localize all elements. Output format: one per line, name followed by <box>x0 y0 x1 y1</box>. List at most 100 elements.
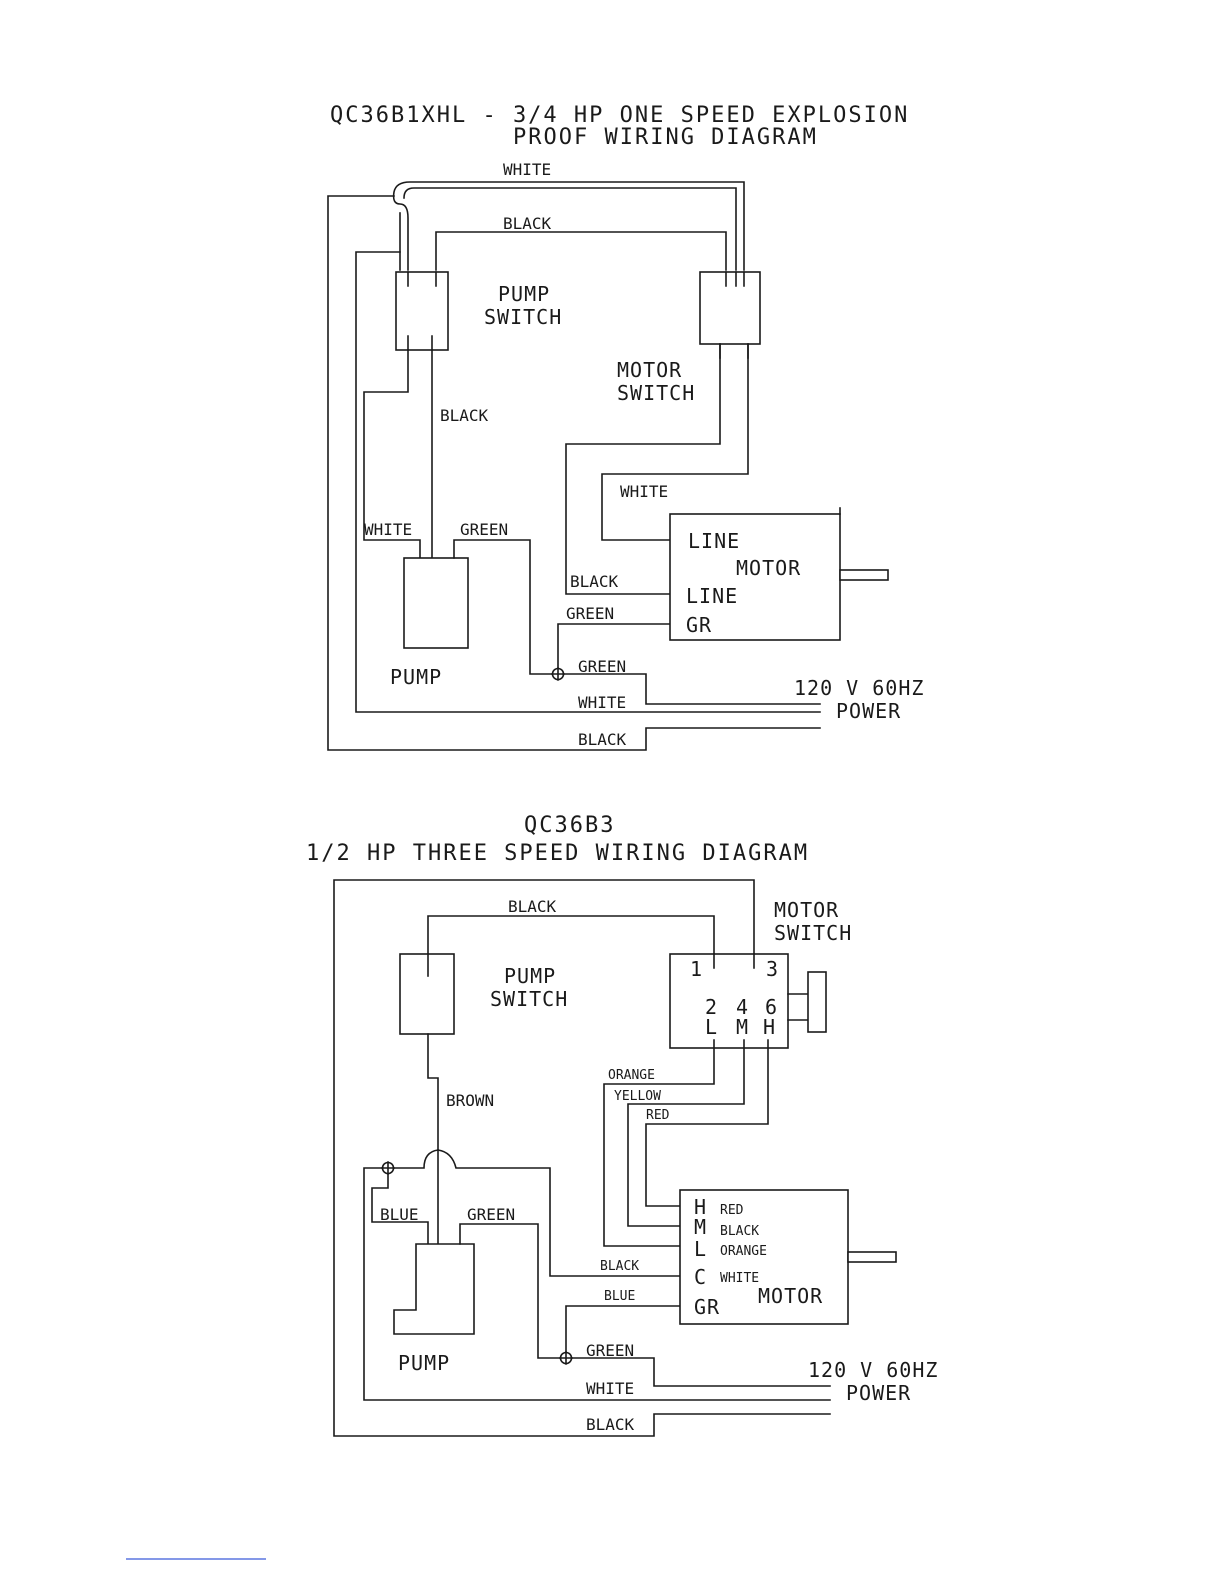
motor-switch-terminals <box>719 271 749 359</box>
motor-terminal-c-color: WHITE <box>720 1271 759 1286</box>
label-green-power: GREEN <box>578 657 626 676</box>
ground-node-2a-cross <box>381 1161 395 1175</box>
label-black-c: BLACK <box>600 1259 639 1274</box>
motor-switch-knob-stem <box>787 993 809 1021</box>
wire-white-top <box>392 181 745 271</box>
label-blue-pump: BLUE <box>380 1205 419 1224</box>
motor-terminal-c: C <box>694 1265 707 1289</box>
wire-white-pump <box>363 349 421 559</box>
switch-number-6: 6 <box>765 995 778 1019</box>
power-voltage-2: 120 V 60HZ <box>808 1358 938 1382</box>
pump-switch-box-2 <box>399 953 455 1035</box>
wire-green-power <box>563 673 821 705</box>
motor-terminal-m: M <box>694 1215 707 1239</box>
ground-node-1-cross <box>551 667 565 681</box>
wire-red <box>645 1039 769 1207</box>
label-black-top: BLACK <box>503 214 552 233</box>
switch-letter-m: M <box>736 1015 749 1039</box>
motor-terminal-l: L <box>694 1237 707 1261</box>
label-green-pump-2: GREEN <box>467 1205 515 1224</box>
motor-switch-label-1: MOTOR <box>617 358 682 382</box>
label-brown: BROWN <box>446 1091 494 1110</box>
switch-number-1: 1 <box>690 957 703 981</box>
motor-switch-box <box>699 271 761 345</box>
label-green-power-2: GREEN <box>586 1341 634 1360</box>
pump-switch-terminals <box>407 271 437 351</box>
motor-terminal-h-color: RED <box>720 1203 744 1218</box>
motor-shaft-2 <box>847 1251 897 1263</box>
label-white-motor: WHITE <box>620 482 668 501</box>
label-black-power: BLACK <box>578 730 627 749</box>
label-black-top-2: BLACK <box>508 897 557 916</box>
motor-terminal-h: H <box>694 1195 707 1219</box>
label-white-power: WHITE <box>578 693 626 712</box>
motor-shaft <box>839 569 889 581</box>
diagram-1-title-line-1: QC36B1XHL - 3/4 HP ONE SPEED EXPLOSION <box>330 103 909 128</box>
motor-switch-label-2-2: SWITCH <box>774 921 852 945</box>
label-black-power-2: BLACK <box>586 1415 635 1434</box>
power-label: POWER <box>836 699 901 723</box>
wire-black-power-2 <box>333 879 831 1437</box>
label-black-motor: BLACK <box>570 572 619 591</box>
switch-number-3: 3 <box>766 957 779 981</box>
diagram-1-title-line-2: PROOF WIRING DIAGRAM <box>513 125 818 150</box>
wire-green-power-2 <box>571 1357 831 1387</box>
label-white-power-2: WHITE <box>586 1379 634 1398</box>
pump-switch-label-2-2: SWITCH <box>490 987 568 1011</box>
wire-black-top <box>435 231 727 271</box>
label-black-pump: BLACK <box>440 406 489 425</box>
label-blue-gr: BLUE <box>604 1289 635 1304</box>
wire-white-motor <box>601 343 749 541</box>
label-green-pump: GREEN <box>460 520 508 539</box>
wire-yellow <box>627 1039 745 1227</box>
motor-terminal-line-2: LINE <box>686 584 738 608</box>
motor-terminal-gr: GR <box>686 613 712 637</box>
label-white-pump: WHITE <box>364 520 412 539</box>
label-white-top: WHITE <box>503 160 551 179</box>
motor-switch-box-2 <box>669 953 789 1049</box>
label-green-motor: GREEN <box>566 604 614 623</box>
wire-brown <box>427 1033 439 1151</box>
switch-letter-h: H <box>763 1015 776 1039</box>
wire-blue-pump <box>371 1173 429 1245</box>
wire-white-power <box>355 251 821 713</box>
motor-terminal-m-color: BLACK <box>720 1224 759 1239</box>
wire-white-power-2 <box>363 1167 831 1401</box>
power-label-2: POWER <box>846 1381 911 1405</box>
wire-black-power <box>327 195 821 751</box>
wire-blue-gr <box>565 1305 681 1353</box>
power-voltage: 120 V 60HZ <box>794 676 924 700</box>
pump-label: PUMP <box>390 665 442 689</box>
motor-terminal-l-color: ORANGE <box>720 1244 767 1259</box>
pump-box <box>403 557 469 649</box>
pump-switch-label-2-1: PUMP <box>504 964 556 988</box>
switch-letter-l: L <box>705 1015 718 1039</box>
wire-green-motor <box>557 623 671 669</box>
motor-terminal-line-1: LINE <box>688 529 740 553</box>
pump-switch-label-1: PUMP <box>498 282 550 306</box>
pump-switch-box <box>395 271 449 351</box>
motor-box-2 <box>679 1189 849 1325</box>
motor-switch-label-2: SWITCH <box>617 381 695 405</box>
motor-label-2: MOTOR <box>758 1284 823 1308</box>
pump-label-2: PUMP <box>398 1351 450 1375</box>
label-red: RED <box>646 1108 670 1123</box>
wire-orange <box>603 1039 715 1247</box>
motor-terminal-gr-2: GR <box>694 1295 720 1319</box>
motor-label: MOTOR <box>736 556 801 580</box>
diagram-2-title-line-1: QC36B3 <box>524 813 615 838</box>
motor-switch-knob <box>807 971 827 1033</box>
switch-number-2: 2 <box>705 995 718 1019</box>
label-orange: ORANGE <box>608 1068 655 1083</box>
switch-number-4: 4 <box>736 995 749 1019</box>
wire-black-motor <box>565 343 721 595</box>
wire-green-pump <box>453 539 553 675</box>
diagram-1: QC36B1XHL - 3/4 HP ONE SPEED EXPLOSION P… <box>327 103 924 751</box>
label-yellow: YELLOW <box>614 1089 661 1104</box>
diagram-2: QC36B3 1/2 HP THREE SPEED WIRING DIAGRAM… <box>306 813 938 1437</box>
diagram-2-title-line-2: 1/2 HP THREE SPEED WIRING DIAGRAM <box>306 841 809 866</box>
motor-switch-top-terminals <box>713 953 755 969</box>
pump-switch-label-2: SWITCH <box>484 305 562 329</box>
wire-white-top-outer <box>403 187 737 271</box>
